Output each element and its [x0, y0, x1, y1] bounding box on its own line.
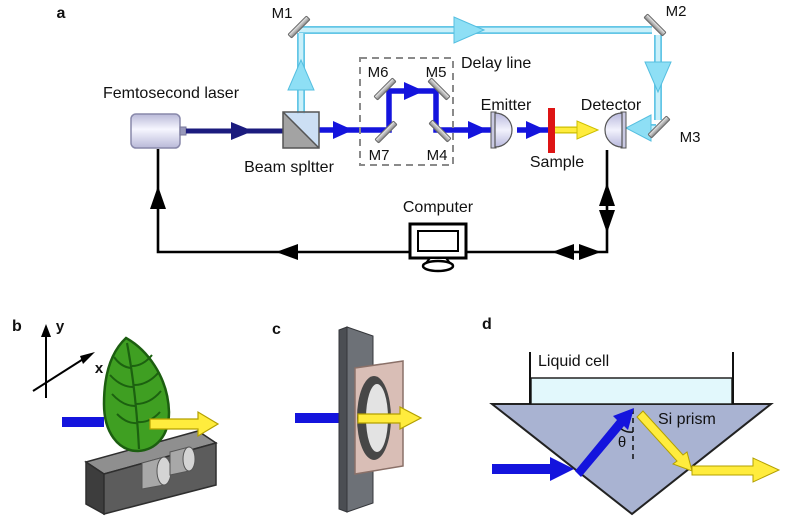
axis-y-label: y	[56, 318, 65, 335]
mirror-m7-label: M7	[369, 147, 390, 164]
emitter-lens	[494, 112, 513, 148]
blue-arrowhead	[468, 121, 488, 139]
blue-arrowhead	[333, 121, 353, 139]
panel-a-letter: a	[57, 5, 66, 22]
panel-c-letter: c	[272, 321, 281, 338]
mirror-m3-label: M3	[680, 129, 701, 146]
axis-x-arrowhead	[80, 352, 95, 364]
black-arrowhead-up	[599, 183, 615, 206]
panel-b-letter: b	[12, 318, 22, 335]
output-beam-yellow	[691, 457, 781, 483]
translation-stage	[84, 430, 218, 516]
panel-d: d Si prism Liquid cell θ	[482, 316, 781, 516]
black-arrowhead-left	[552, 244, 574, 260]
panel-a: a Femtosecond laser	[57, 3, 701, 273]
transmitted-beam-yellow	[149, 410, 220, 438]
theta-label: θ	[618, 434, 626, 451]
leaf-veins-right	[131, 354, 162, 424]
delay-line-box	[359, 57, 454, 166]
panel-c: c	[272, 321, 423, 513]
computer-label: Computer	[403, 199, 474, 216]
blue-arrowhead	[404, 82, 424, 100]
refracted-beam-blue	[575, 408, 634, 477]
incident-beam-blue	[492, 457, 574, 481]
mirror-m6-label: M6	[368, 64, 389, 81]
stage-knob-cap	[182, 446, 196, 472]
black-arrowhead-left	[276, 244, 298, 260]
mirror-m1	[287, 15, 311, 39]
leaf-veins-left	[109, 356, 138, 425]
axis-x-label: x	[95, 360, 104, 377]
detector-label: Detector	[581, 97, 642, 114]
stage-knob-cap	[156, 456, 172, 486]
black-arrowhead-down	[599, 210, 615, 233]
cyan-arrowhead-up	[287, 58, 315, 91]
liquid-cell-label: Liquid cell	[538, 353, 609, 370]
leaf-midrib	[125, 342, 141, 450]
sample-bar	[548, 108, 555, 153]
mirror-m4-label: M4	[427, 147, 448, 164]
emitter-label: Emitter	[481, 97, 532, 114]
cyan-arrowhead-left	[624, 114, 652, 142]
navy-arrowhead	[231, 122, 253, 140]
black-arrowhead-right	[579, 244, 601, 260]
cyan-arrowhead-down	[644, 61, 672, 94]
beam-splitter-outline	[282, 111, 320, 149]
transmitted-beam-yellow	[357, 406, 423, 430]
delay-line-label: Delay line	[461, 55, 531, 72]
blue-arrowhead	[526, 121, 546, 139]
si-prism-label: Si prism	[658, 411, 716, 428]
sample-label: Sample	[530, 154, 584, 171]
mirror-m4	[428, 119, 452, 143]
reflected-beam-yellow	[636, 410, 693, 472]
beam-splitter	[282, 111, 320, 149]
mirror-m2-label: M2	[666, 3, 687, 20]
laser-label: Femtosecond laser	[103, 85, 240, 102]
mirror-m2	[643, 13, 667, 37]
mirror-m7	[374, 120, 398, 144]
holder-plate-side	[338, 326, 348, 513]
mirror-m1-label: M1	[272, 5, 293, 22]
beam-splitter-label: Beam spltter	[244, 159, 334, 176]
monitor-base	[421, 259, 455, 273]
beam-splitter-diagonal	[282, 111, 320, 149]
mirror-m5-label: M5	[426, 64, 447, 81]
axis-x	[32, 355, 89, 392]
computer-icon	[408, 222, 468, 273]
incident-beam-blue	[62, 417, 104, 427]
mirror-m5	[427, 77, 451, 101]
incident-beam-blue	[295, 413, 345, 423]
liquid-cell-liquid	[530, 377, 733, 405]
black-arrowhead-up	[150, 186, 166, 209]
leaf-sample	[102, 336, 171, 453]
laser-body	[130, 113, 181, 149]
panel-d-letter: d	[482, 316, 492, 333]
detector-lens	[604, 112, 623, 148]
laser-aperture	[179, 126, 187, 136]
monitor-screen	[417, 230, 459, 252]
yellow-arrowhead	[576, 120, 600, 140]
axis-y-arrowhead	[41, 324, 51, 337]
mirror-m3	[647, 115, 671, 139]
si-prism	[489, 403, 774, 516]
cyan-arrowhead-right	[453, 16, 486, 44]
mirror-m6	[373, 77, 397, 101]
panel-b: b y x	[12, 318, 220, 516]
